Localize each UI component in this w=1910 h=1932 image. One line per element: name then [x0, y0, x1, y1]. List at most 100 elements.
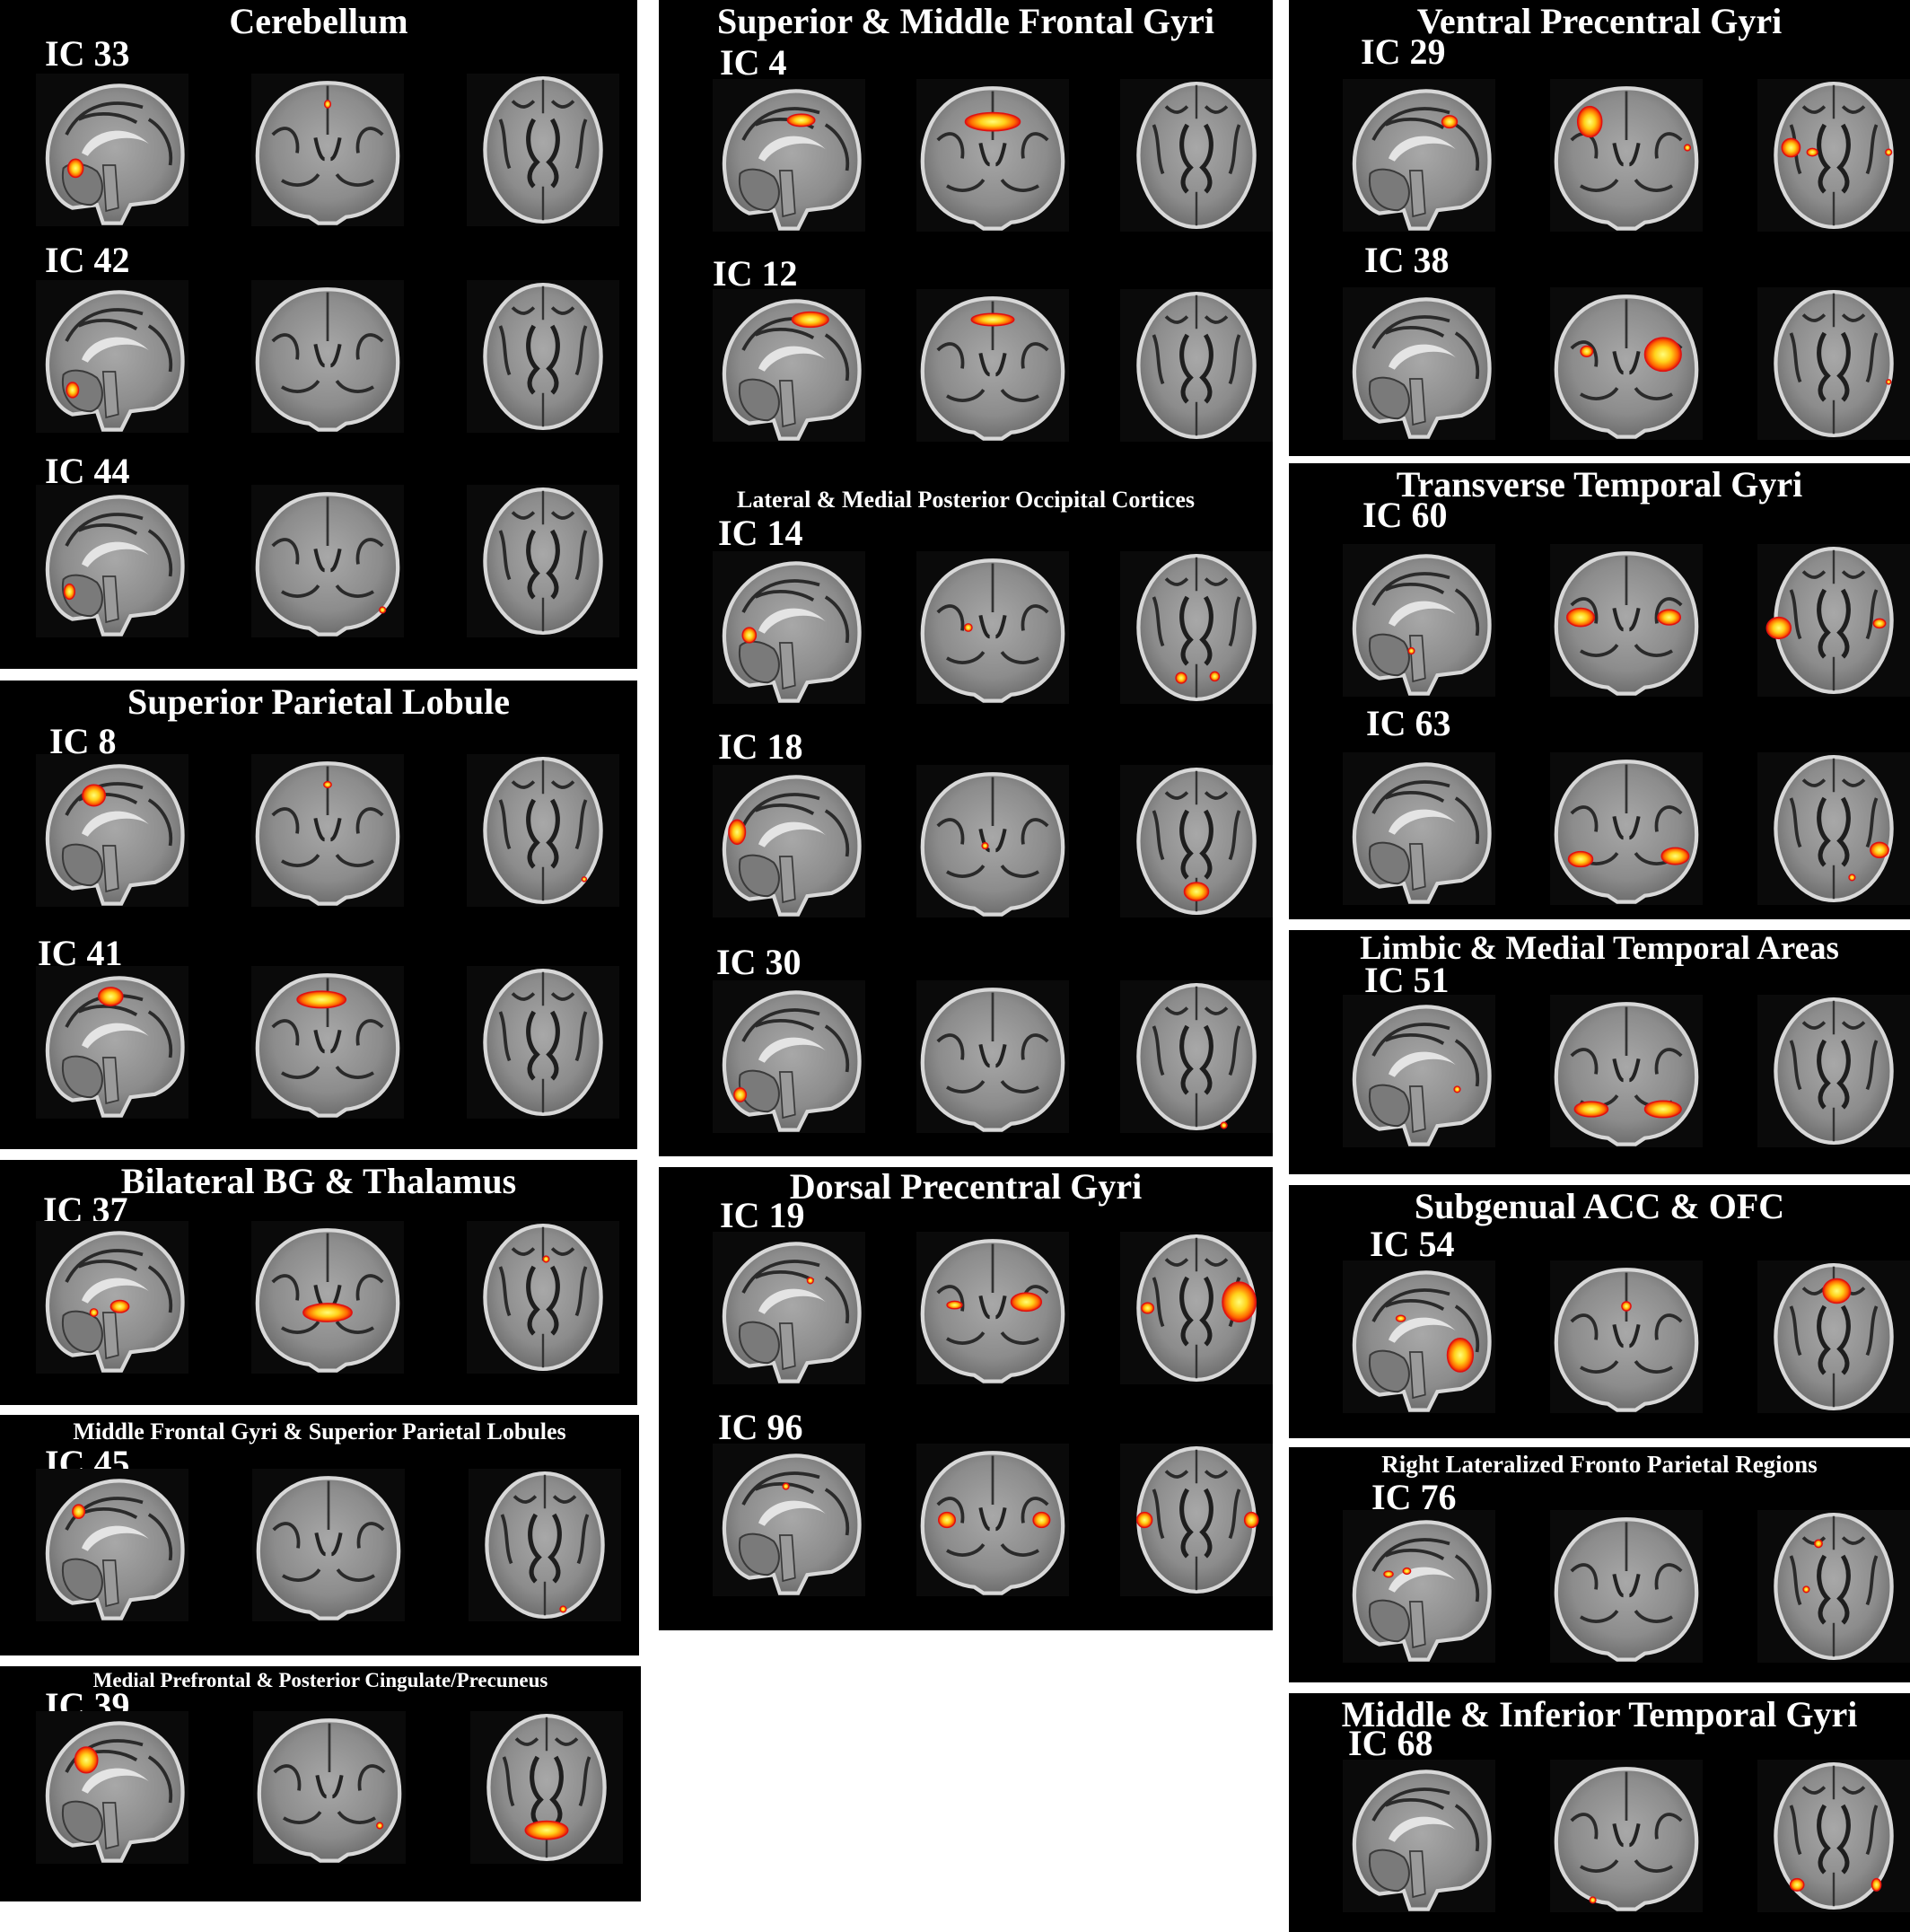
- panel-title: Cerebellum: [229, 1, 408, 41]
- sagittal-slice: [1343, 1510, 1495, 1663]
- axial-slice: [1757, 1510, 1910, 1663]
- activation-blob: [379, 606, 387, 614]
- sagittal-slice: [713, 289, 865, 442]
- activation-blob: [1589, 1896, 1597, 1904]
- activation-blob: [581, 876, 588, 883]
- ic-label: IC 54: [1370, 1224, 1455, 1264]
- axial-slice: [470, 1711, 623, 1864]
- sagittal-slice: [713, 765, 865, 918]
- axial-slice: [467, 280, 619, 433]
- activation-blob: [806, 1277, 814, 1285]
- activation-blob: [1781, 137, 1801, 158]
- activation-blob: [1175, 672, 1187, 684]
- coronal-slice: [251, 485, 404, 637]
- ic-label: IC 44: [45, 451, 130, 491]
- activation-blob: [733, 1087, 748, 1102]
- axial-slice: [467, 485, 619, 637]
- activation-blob: [1789, 1877, 1805, 1892]
- coronal-slice: [252, 1469, 405, 1621]
- activation-blob: [782, 1482, 790, 1490]
- panel-title: Middle Frontal Gyri & Superior Parietal …: [73, 1418, 566, 1445]
- activation-blob: [981, 842, 989, 850]
- network-panel: Lateral & Medial Posterior Occipital Cor…: [659, 478, 1273, 1156]
- activation-blob: [1407, 646, 1415, 655]
- coronal-slice: [251, 1221, 404, 1374]
- panel-title: Ventral Precentral Gyri: [1416, 1, 1783, 41]
- activation-blob: [1402, 1567, 1412, 1576]
- sagittal-slice: [713, 1232, 865, 1384]
- activation-blob: [946, 1300, 963, 1310]
- axial-slice: [1757, 1760, 1910, 1912]
- activation-blob: [1141, 1302, 1155, 1314]
- activation-blob: [1136, 1511, 1153, 1529]
- sagittal-slice: [713, 551, 865, 704]
- coronal-slice: [916, 79, 1069, 232]
- sagittal-slice: [36, 754, 188, 907]
- activation-blob: [67, 158, 84, 179]
- ic-label: IC 38: [1364, 240, 1450, 280]
- coronal-slice: [916, 980, 1069, 1133]
- activation-blob: [791, 311, 829, 329]
- activation-blob: [1580, 345, 1594, 358]
- panel-title: Middle & Inferior Temporal Gyri: [1341, 1694, 1858, 1734]
- sagittal-slice: [36, 74, 188, 226]
- activation-blob: [89, 1308, 99, 1317]
- activation-blob: [1871, 1877, 1882, 1892]
- ic-label: IC 18: [718, 726, 803, 767]
- axial-slice: [1757, 1260, 1910, 1413]
- sagittal-slice: [713, 980, 865, 1133]
- ic-label: IC 41: [38, 933, 123, 973]
- axial-slice: [1120, 1444, 1273, 1596]
- activation-blob: [970, 312, 1015, 327]
- coronal-slice: [1550, 1510, 1703, 1663]
- activation-blob: [1566, 607, 1595, 628]
- activation-blob: [1453, 1085, 1461, 1093]
- ic-label: IC 63: [1366, 703, 1451, 743]
- network-panel: Middle Frontal Gyri & Superior Parietal …: [0, 1415, 639, 1655]
- activation-blob: [1209, 671, 1221, 682]
- panel-title: Limbic & Medial Temporal Areas: [1360, 930, 1839, 967]
- activation-blob: [82, 784, 107, 807]
- sagittal-slice: [1343, 544, 1495, 697]
- axial-slice: [1757, 544, 1910, 697]
- ic-label: IC 51: [1364, 960, 1450, 1000]
- ic-label: IC 33: [45, 33, 130, 74]
- activation-blob: [559, 1605, 567, 1613]
- panel-title: Dorsal Precentral Gyri: [789, 1166, 1143, 1207]
- ic-label: IC 14: [718, 513, 803, 553]
- ic-label: IC 96: [718, 1407, 803, 1447]
- axial-slice: [467, 74, 619, 226]
- activation-blob: [323, 100, 332, 109]
- activation-blob: [1643, 1100, 1682, 1119]
- coronal-slice: [1550, 1760, 1703, 1912]
- activation-blob: [296, 990, 347, 1009]
- coronal-slice: [1550, 79, 1703, 232]
- ic-label: IC 8: [49, 721, 117, 761]
- sagittal-slice: [36, 485, 188, 637]
- coronal-slice: [916, 1444, 1069, 1596]
- coronal-slice: [251, 280, 404, 433]
- sagittal-slice: [1343, 287, 1495, 440]
- activation-blob: [963, 623, 973, 632]
- activation-blob: [1683, 144, 1692, 152]
- coronal-slice: [1550, 752, 1703, 905]
- activation-blob: [1765, 616, 1792, 640]
- activation-blob: [1220, 1121, 1228, 1129]
- activation-blob: [1657, 609, 1682, 626]
- activation-blob: [1010, 1292, 1043, 1313]
- axial-slice: [1757, 752, 1910, 905]
- axial-slice: [1120, 980, 1273, 1133]
- coronal-slice: [916, 289, 1069, 442]
- coronal-slice: [916, 551, 1069, 704]
- activation-blob: [1806, 147, 1818, 157]
- ic-label: IC 60: [1362, 495, 1448, 535]
- axial-slice: [467, 1221, 619, 1374]
- activation-blob: [1885, 379, 1892, 385]
- coronal-slice: [916, 765, 1069, 918]
- axial-slice: [467, 754, 619, 907]
